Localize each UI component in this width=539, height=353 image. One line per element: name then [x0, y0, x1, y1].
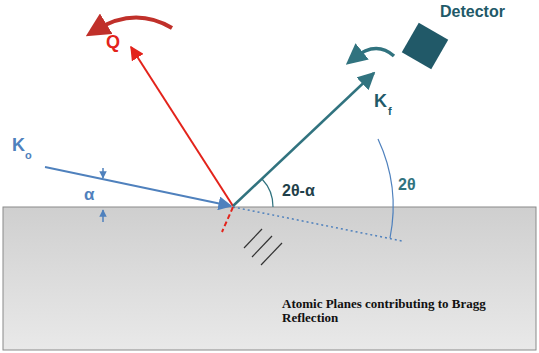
- rotation-arrow: [96, 17, 172, 30]
- annotation: Atomic Planes contributing to Bragg Refl…: [282, 297, 487, 326]
- subscript: f: [388, 105, 392, 117]
- q-vector: [131, 47, 233, 206]
- q-extension: [222, 207, 233, 232]
- atomic-plane: [261, 243, 282, 265]
- angle-label: α: [84, 186, 94, 205]
- diffracted-beam: [233, 73, 374, 206]
- angle-label: 2θ: [398, 176, 416, 194]
- rotation-arrow: [354, 48, 394, 58]
- vector-label: K: [12, 136, 25, 156]
- atomic-plane: [244, 229, 262, 248]
- vector-label: K: [374, 92, 387, 112]
- subscript: o: [25, 149, 32, 161]
- two-theta-arc: [378, 139, 393, 238]
- beam-extension: [233, 207, 402, 241]
- atomic-plane: [252, 236, 272, 257]
- sample-surface: [3, 207, 536, 350]
- alpha-arrow: [102, 168, 104, 178]
- detector-label: Detector: [440, 3, 505, 21]
- detector-icon: [402, 23, 448, 69]
- two-theta-minus-alpha-arc: [262, 179, 273, 207]
- incident-beam: [45, 167, 231, 206]
- alpha-arrow: [102, 210, 104, 222]
- angle-label: 2θ-α: [282, 182, 315, 200]
- vector-label: Q: [106, 33, 120, 53]
